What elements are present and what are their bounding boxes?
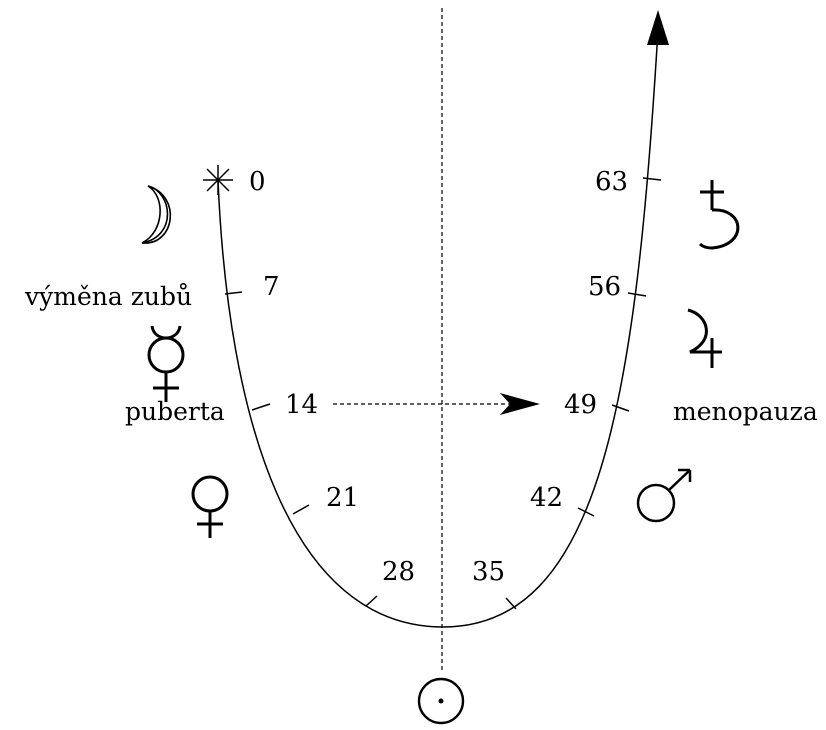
jupiter-icon [687, 308, 722, 368]
start-star-icon [203, 165, 233, 195]
tick-35 [505, 597, 517, 610]
venus-icon [191, 475, 229, 538]
sun-icon [417, 677, 465, 725]
age-label-49: 49 [564, 390, 597, 420]
tick-14 [251, 403, 271, 411]
puberty-label: puberta [125, 397, 225, 426]
tick-42 [577, 507, 595, 517]
tick-7 [224, 291, 243, 295]
menopause-label: menopauza [673, 397, 818, 426]
tick-49 [611, 404, 630, 412]
age-label-7: 7 [263, 272, 280, 302]
tick-28 [365, 595, 378, 607]
age-label-56: 56 [588, 272, 621, 302]
tick-21 [292, 504, 310, 515]
mars-icon [636, 468, 692, 523]
moon-crescent-icon [141, 185, 172, 244]
age-label-0: 0 [249, 167, 266, 197]
age-label-14: 14 [285, 390, 318, 420]
mercury-icon [147, 325, 185, 402]
tick-63 [642, 177, 662, 181]
mirror-arrowhead [500, 393, 540, 415]
age-label-28: 28 [382, 557, 415, 587]
age-label-21: 21 [326, 483, 359, 513]
tick-56 [627, 292, 647, 297]
saturn-icon [698, 180, 740, 250]
curve-arrowhead [647, 10, 669, 45]
life-curve [217, 29, 659, 628]
age-label-63: 63 [595, 167, 628, 197]
age-label-35: 35 [472, 557, 505, 587]
tick-marks [224, 177, 662, 610]
age-label-42: 42 [530, 483, 563, 513]
tooth-change-label: výměna zubů [24, 282, 192, 311]
